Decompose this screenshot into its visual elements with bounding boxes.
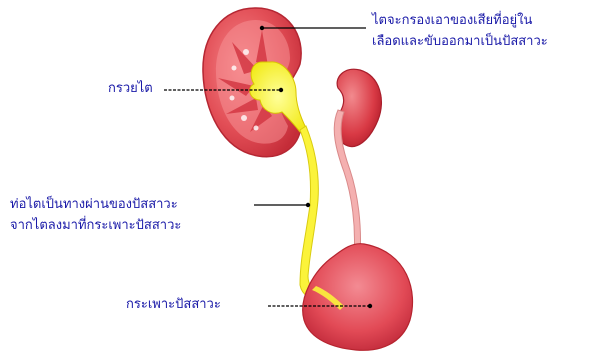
label-kidney-function: ไตจะกรองเอาของเสียที่อยู่ใน เลือดและขับอ… bbox=[372, 10, 548, 52]
label-renal-pelvis: กรวยไต bbox=[108, 78, 153, 99]
label-kidney-function-line-1: ไตจะกรองเอาของเสียที่อยู่ใน bbox=[372, 10, 548, 31]
label-bladder: กระเพาะปัสสาวะ bbox=[126, 294, 221, 315]
pointer-dot-kidney bbox=[260, 26, 264, 30]
bladder-shape bbox=[303, 244, 413, 351]
label-ureter-line-2: จากไตลงมาที่กระเพาะปัสสาวะ bbox=[10, 215, 181, 236]
right-kidney bbox=[336, 69, 382, 146]
label-bladder-text: กระเพาะปัสสาวะ bbox=[126, 294, 221, 315]
pointer-dot-pelvis bbox=[279, 88, 283, 92]
pointer-dot-bladder bbox=[368, 304, 372, 308]
label-ureter-line-1: ท่อไตเป็นทางผ่านของปัสสาวะ bbox=[10, 194, 181, 215]
label-kidney-function-line-2: เลือดและขับออกมาเป็นปัสสาวะ bbox=[372, 31, 548, 52]
label-ureter: ท่อไตเป็นทางผ่านของปัสสาวะ จากไตลงมาที่ก… bbox=[10, 194, 181, 236]
label-renal-pelvis-text: กรวยไต bbox=[108, 78, 153, 99]
pointer-dot-ureter bbox=[306, 203, 310, 207]
